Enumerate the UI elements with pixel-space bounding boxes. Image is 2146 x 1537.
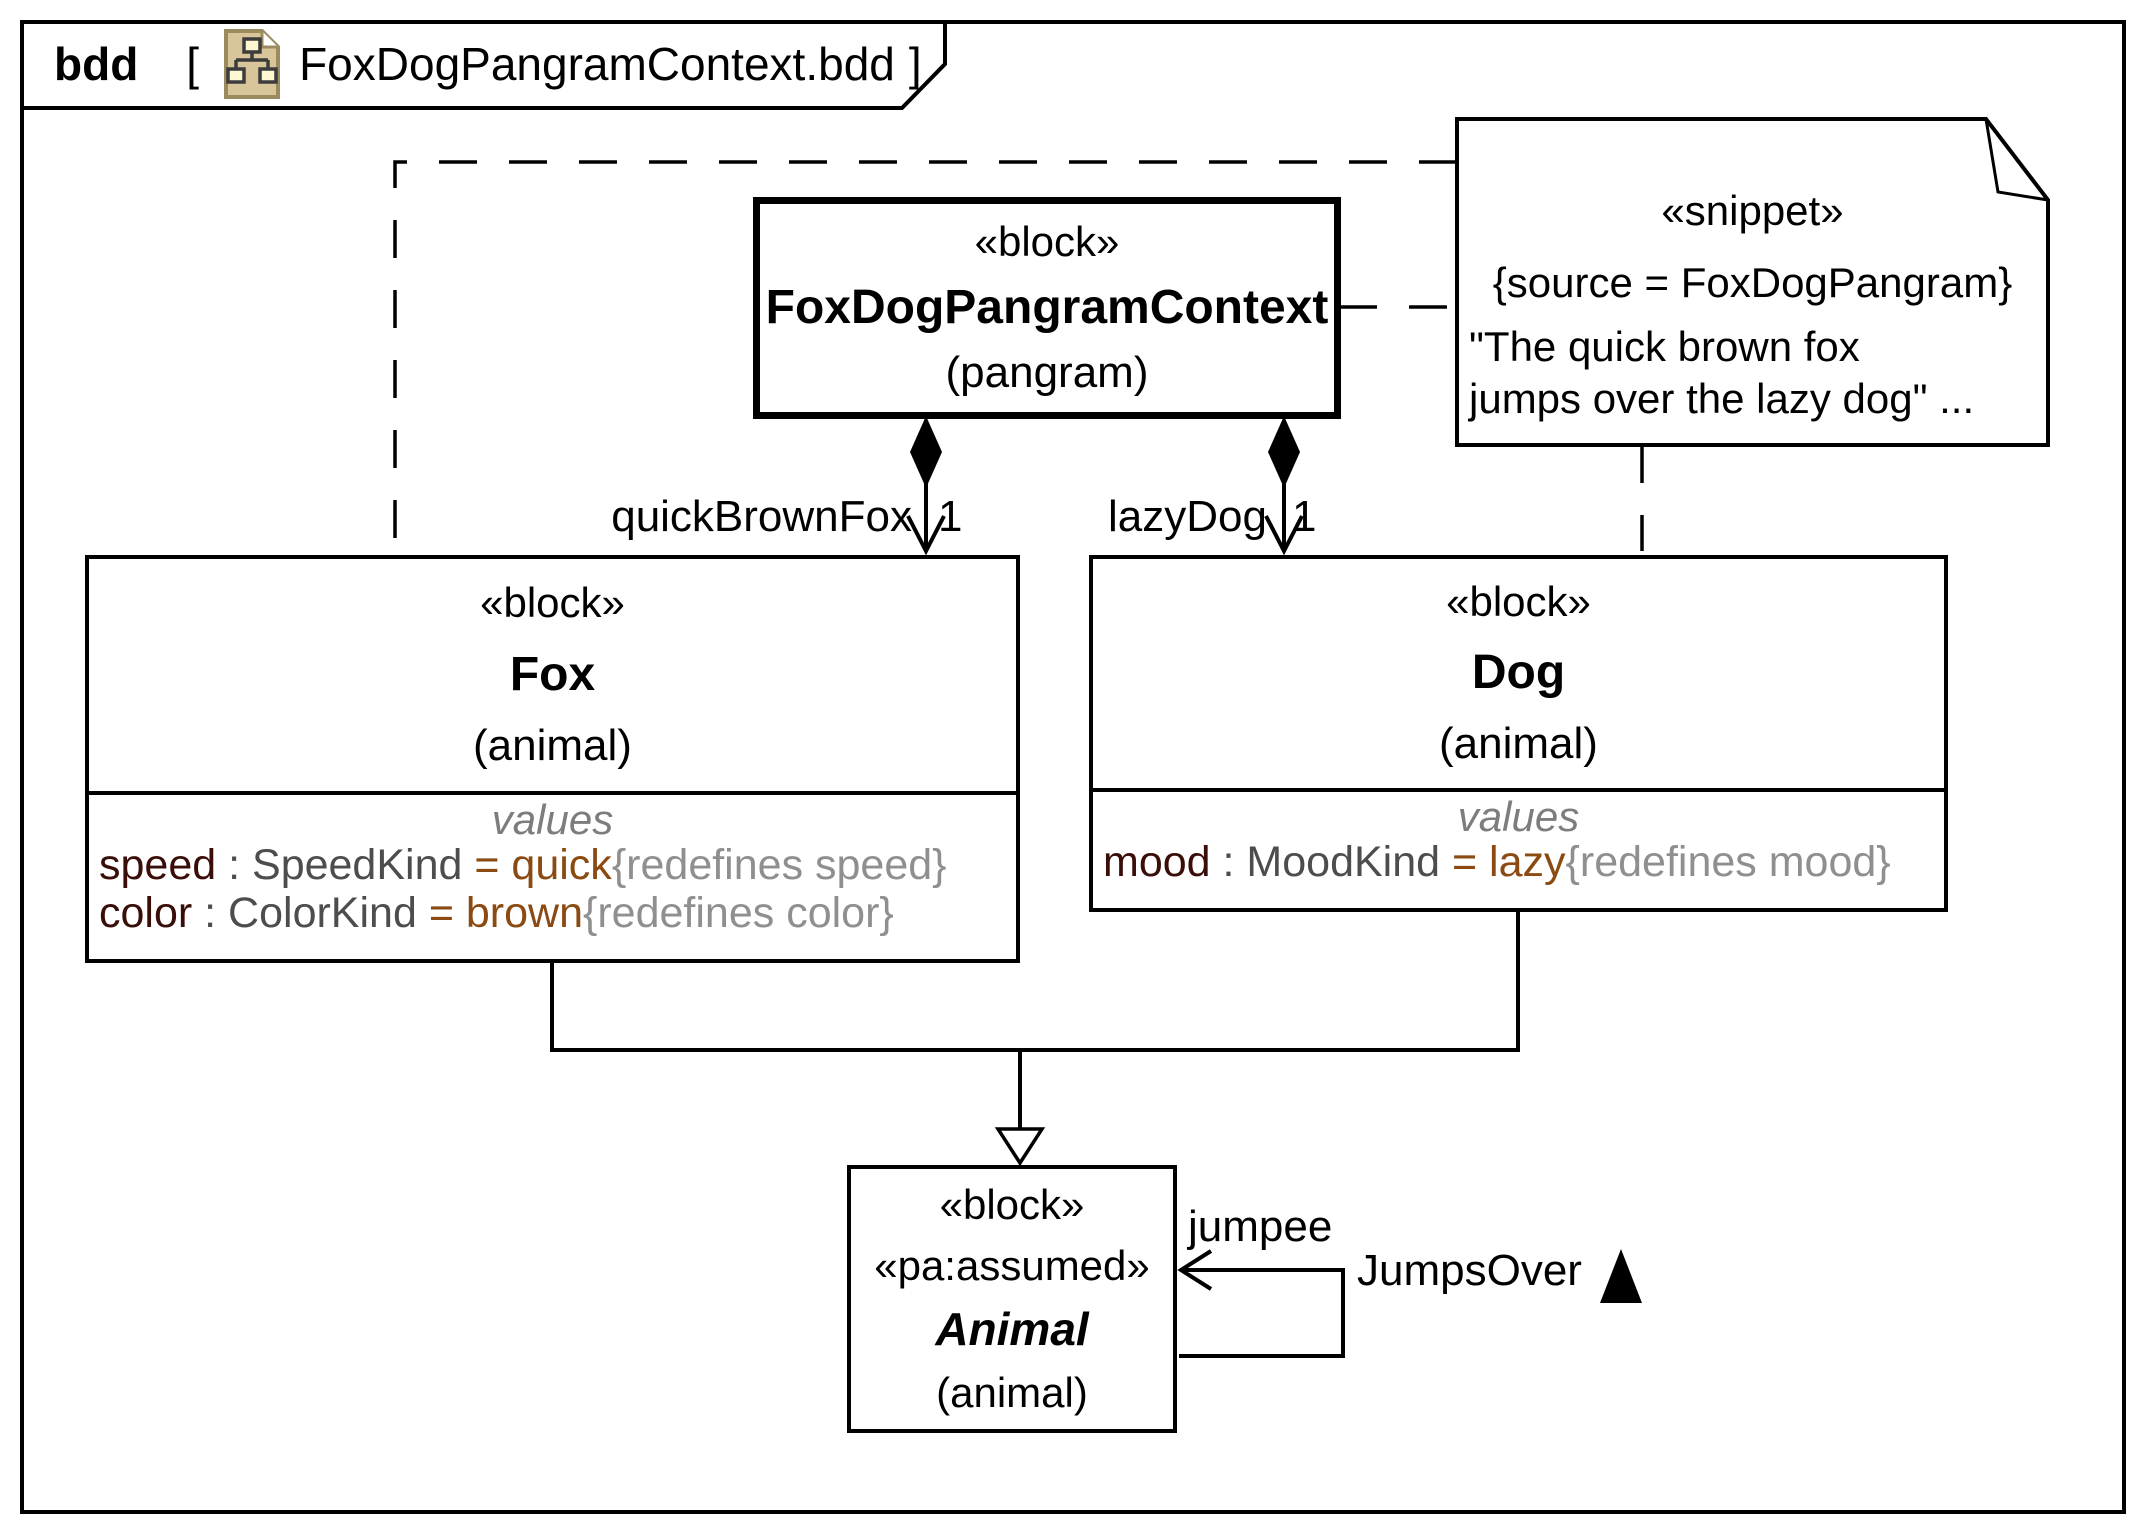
block-dog[interactable]: «block» Dog (animal) values mood : MoodK… <box>1089 555 1948 912</box>
snippet-note[interactable]: «snippet» {source = FoxDogPangram} "The … <box>1457 119 2048 445</box>
values-compartment-label: values <box>1457 793 1580 840</box>
block-name: Fox <box>509 647 596 701</box>
open-arrowhead <box>1264 515 1304 556</box>
note-anchor-to-fox-dashed-line[interactable] <box>393 160 1457 551</box>
role-label-lazydog[interactable]: lazyDog <box>1108 492 1267 541</box>
property-name: speed <box>99 841 217 889</box>
composition-edge-quickbrownfox[interactable] <box>906 416 946 556</box>
property-constraint: {redefines color} <box>583 889 894 937</box>
stereotype-label: «block» <box>974 217 1120 265</box>
property-type: : MoodKind <box>1210 838 1441 886</box>
association-name-jumpsover[interactable]: JumpsOver <box>1357 1246 1582 1295</box>
stereotype-label: «block» <box>1446 578 1591 625</box>
composition-diamond <box>1268 416 1300 488</box>
property-default-value: = quick <box>462 841 612 889</box>
block-name: FoxDogPangramContext <box>765 280 1329 334</box>
values-compartment-label: values <box>491 796 614 843</box>
diagram-file-name: FoxDogPangramContext.bdd <box>299 38 895 90</box>
property-name: mood <box>1103 838 1211 886</box>
composition-edge-lazydog[interactable] <box>1264 416 1304 556</box>
values-compartment: values mood : MoodKind = lazy{redefines … <box>1093 792 1944 887</box>
block-header-compartment: «block» Dog (animal) <box>1093 559 1944 792</box>
tab-close-bracket: ] <box>908 38 922 90</box>
generalization-edge[interactable] <box>550 910 1520 1167</box>
block-qualifier: (animal) <box>1439 719 1598 768</box>
bdd-diagram-icon <box>224 29 281 99</box>
note-fold-corner <box>1984 118 2049 202</box>
diagram-frame <box>20 20 2126 1514</box>
note-stereotype: «snippet» <box>1661 187 1844 234</box>
block-fox[interactable]: «block» Fox (animal) values speed : Spee… <box>85 555 1020 963</box>
property-default-value: = lazy <box>1440 838 1566 886</box>
open-arrowhead <box>906 515 946 556</box>
note-text-line: "The quick brown fox <box>1469 323 1860 370</box>
block-qualifier: (animal) <box>936 1368 1088 1416</box>
property-type: : SpeedKind <box>216 841 463 889</box>
property-name: color <box>99 889 193 937</box>
value-property-mood: mood : MoodKind = lazy{redefines mood} <box>1093 838 1944 886</box>
diagram-tab: bdd [ FoxDogPangramContext.bdd ] <box>20 20 945 108</box>
property-constraint: {redefines mood} <box>1565 838 1891 886</box>
stereotype-label: «block» <box>939 1181 1085 1229</box>
stereotype-label: «block» <box>480 578 625 626</box>
block-name: Dog <box>1471 646 1566 699</box>
block-header-compartment: «block» Fox (animal) <box>89 559 1016 795</box>
multiplicity-label[interactable]: 1 <box>1292 492 1317 541</box>
composition-diamond <box>910 416 942 488</box>
property-constraint: {redefines speed} <box>611 841 947 889</box>
generalization-triangle <box>994 1127 1046 1167</box>
open-arrowhead <box>1177 1249 1213 1291</box>
note-text-line: jumps over the lazy dog" ... <box>1469 375 1975 422</box>
block-qualifier: (pangram) <box>945 348 1149 398</box>
jumps-over-self-association[interactable] <box>1177 1249 1642 1358</box>
block-name: Animal <box>935 1303 1089 1356</box>
multiplicity-label[interactable]: 1 <box>938 492 963 541</box>
block-foxdogpangramcontext[interactable]: «block» FoxDogPangramContext (pangram) <box>753 197 1341 419</box>
stereotype-label-second: «pa:assumed» <box>874 1241 1150 1289</box>
property-default-value: = brown <box>416 889 583 937</box>
jumps-over-direction-arrow <box>1600 1249 1642 1303</box>
values-compartment: values speed : SpeedKind = quick{redefin… <box>89 795 1016 938</box>
block-qualifier: (animal) <box>473 721 632 771</box>
role-label-quickbrownfox[interactable]: quickBrownFox <box>611 492 912 541</box>
value-property-color: color : ColorKind = brown{redefines colo… <box>89 889 1016 937</box>
note-shape[interactable] <box>1455 117 2050 447</box>
property-type: : ColorKind <box>192 889 417 937</box>
block-animal[interactable]: «block» «pa:assumed» Animal (animal) <box>847 1165 1177 1433</box>
value-property-speed: speed : SpeedKind = quick{redefines spee… <box>89 841 1016 889</box>
diagram-kind-label: bdd <box>54 38 139 90</box>
role-label-jumpee[interactable]: jumpee <box>1188 1202 1333 1251</box>
tab-open-bracket: [ <box>186 38 200 90</box>
note-source: {source = FoxDogPangram} <box>1492 259 2013 306</box>
